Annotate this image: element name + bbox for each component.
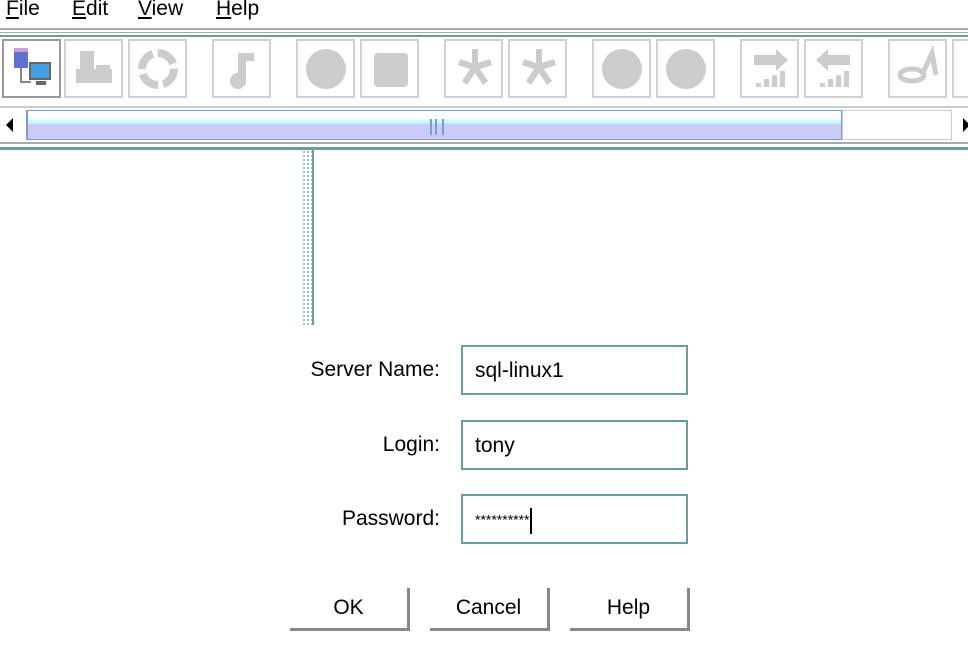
divider xyxy=(0,147,968,150)
toolbar-button-13[interactable] xyxy=(888,39,947,98)
users-icon xyxy=(75,50,112,83)
circle-icon xyxy=(601,48,642,89)
ok-button[interactable]: OK xyxy=(290,588,410,631)
toolbar-button-8[interactable] xyxy=(508,39,567,98)
link-icon xyxy=(897,44,938,83)
refresh-icon xyxy=(137,48,178,89)
menu-view[interactable]: View xyxy=(138,0,184,20)
scroll-thumb[interactable] xyxy=(27,110,842,140)
import-icon xyxy=(815,48,850,87)
text-caret xyxy=(530,508,533,534)
server-connect-icon xyxy=(13,47,51,85)
scroll-icon xyxy=(373,52,408,87)
note-icon xyxy=(229,52,254,89)
divider xyxy=(0,28,968,30)
arrow-left-icon xyxy=(6,118,13,132)
export-icon xyxy=(753,48,788,87)
toolbar-button-4[interactable] xyxy=(212,39,271,98)
divider xyxy=(0,142,968,144)
server-name-input[interactable]: sql-linux1 xyxy=(461,345,688,395)
scroll-left-button[interactable] xyxy=(0,110,28,140)
server-name-label: Server Name: xyxy=(310,358,440,381)
toolbar-button-3[interactable] xyxy=(128,39,187,98)
arrow-right-icon xyxy=(963,118,968,132)
toolbar-button-12[interactable] xyxy=(804,39,863,98)
splitter-handle[interactable] xyxy=(302,150,314,325)
circle-icon xyxy=(305,48,346,89)
password-label: Password: xyxy=(341,507,440,530)
toolbar-button-7[interactable] xyxy=(444,39,503,98)
star-burst-icon xyxy=(521,48,556,85)
toolbar-button-6[interactable] xyxy=(360,39,419,98)
scroll-right-button[interactable] xyxy=(952,110,968,140)
login-input[interactable]: tony xyxy=(461,420,688,470)
divider xyxy=(0,106,968,108)
menu-edit[interactable]: Edit xyxy=(72,0,109,20)
scroll-track[interactable] xyxy=(842,110,952,140)
horizontal-scrollbar[interactable] xyxy=(0,110,968,140)
password-input[interactable]: ********** xyxy=(461,494,688,544)
divider xyxy=(0,32,968,33)
star-burst-icon xyxy=(457,48,492,85)
menu-bar: File Edit View Help xyxy=(0,0,968,26)
toolbar-button-10[interactable] xyxy=(656,39,715,98)
toolbar-button-1[interactable] xyxy=(2,39,61,98)
menu-help[interactable]: Help xyxy=(216,0,260,20)
cancel-button[interactable]: Cancel xyxy=(430,588,550,631)
help-button[interactable]: Help xyxy=(570,588,690,631)
grip-icon xyxy=(430,119,444,135)
divider xyxy=(0,35,968,37)
toolbar-button-14[interactable] xyxy=(952,39,968,98)
toolbar-button-5[interactable] xyxy=(296,39,355,98)
menu-file[interactable]: File xyxy=(6,0,40,20)
toolbar-button-11[interactable] xyxy=(740,39,799,98)
more-icon xyxy=(954,45,968,93)
toolbar-button-2[interactable] xyxy=(64,39,123,98)
toolbar-button-9[interactable] xyxy=(592,39,651,98)
circle-icon xyxy=(665,48,706,89)
login-label: Login: xyxy=(382,433,440,456)
